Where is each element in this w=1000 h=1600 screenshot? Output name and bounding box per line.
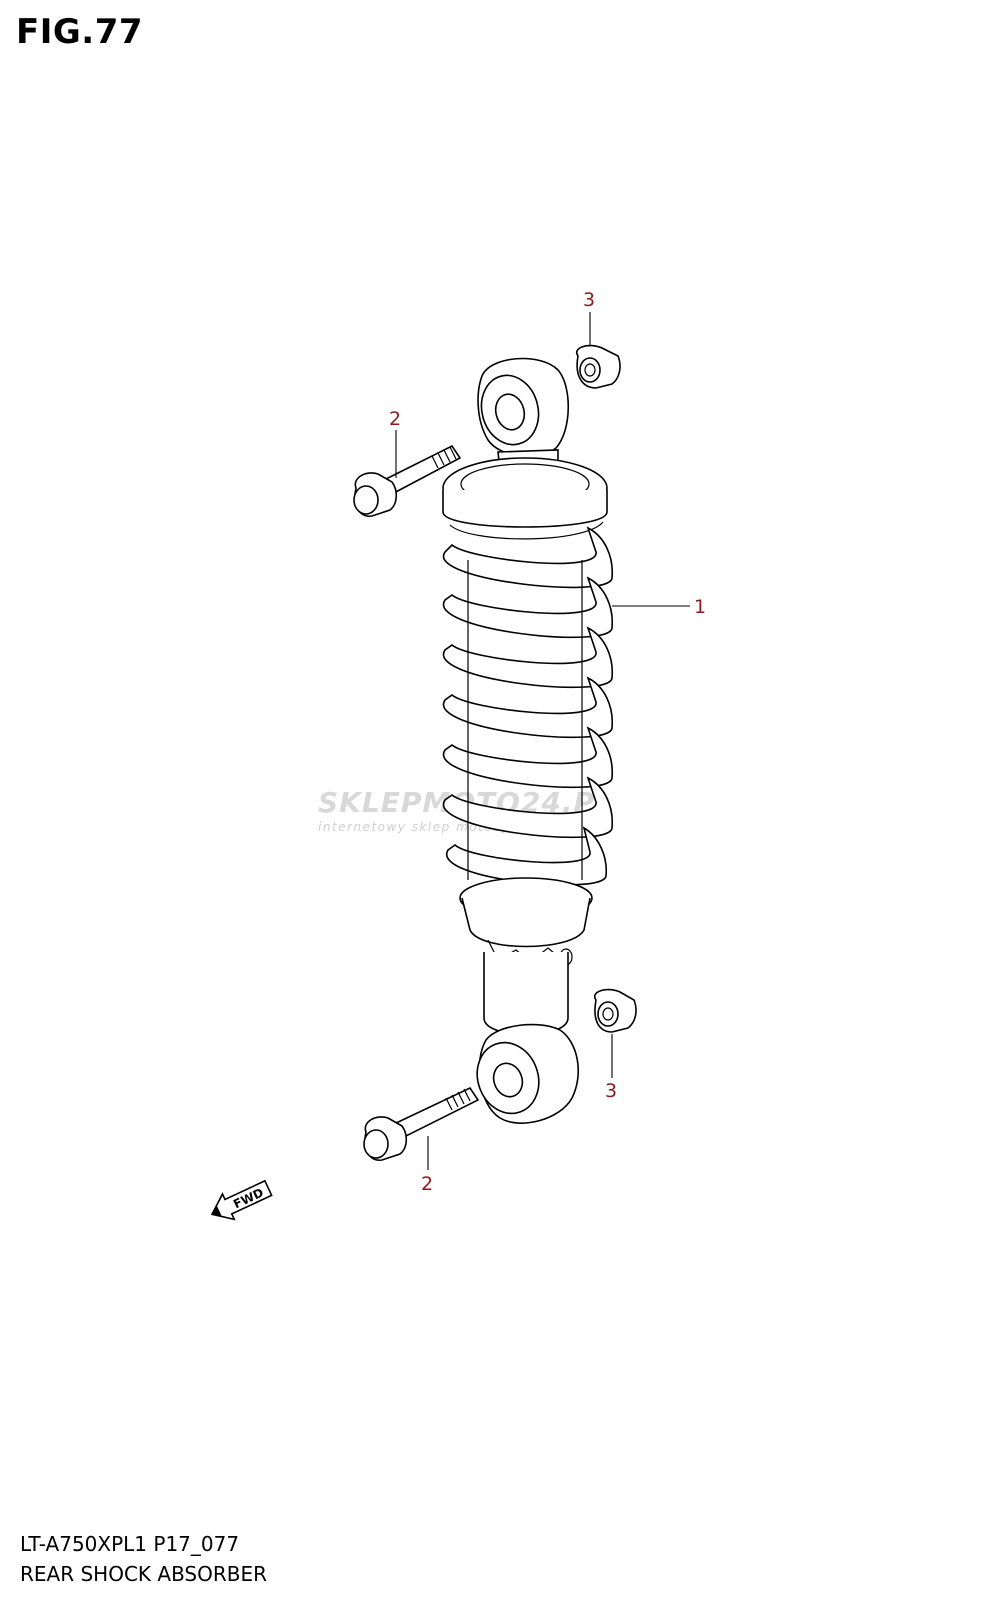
- callout-3-top: 3: [583, 289, 595, 311]
- bolt-bottom: [363, 1086, 480, 1161]
- shock-absorber: [442, 357, 613, 1124]
- section-name: REAR SHOCK ABSORBER: [20, 1562, 268, 1586]
- callout-3-bottom: 3: [605, 1080, 617, 1102]
- fwd-arrow: FWD: [210, 1179, 273, 1221]
- coil-spring: [442, 526, 613, 886]
- figure-title: FIG.77: [16, 12, 144, 52]
- bolt-top: [353, 444, 462, 517]
- model-code: LT-A750XPL1 P17_077: [20, 1532, 240, 1556]
- callout-2-top: 2: [389, 408, 401, 430]
- callout-2-bottom: 2: [421, 1173, 433, 1195]
- nut-top: [575, 344, 621, 389]
- leader-lines: [395, 312, 690, 1170]
- callout-1: 1: [694, 596, 706, 618]
- callouts: 3 2 1 3 2: [389, 289, 706, 1195]
- nut-bottom: [593, 988, 637, 1033]
